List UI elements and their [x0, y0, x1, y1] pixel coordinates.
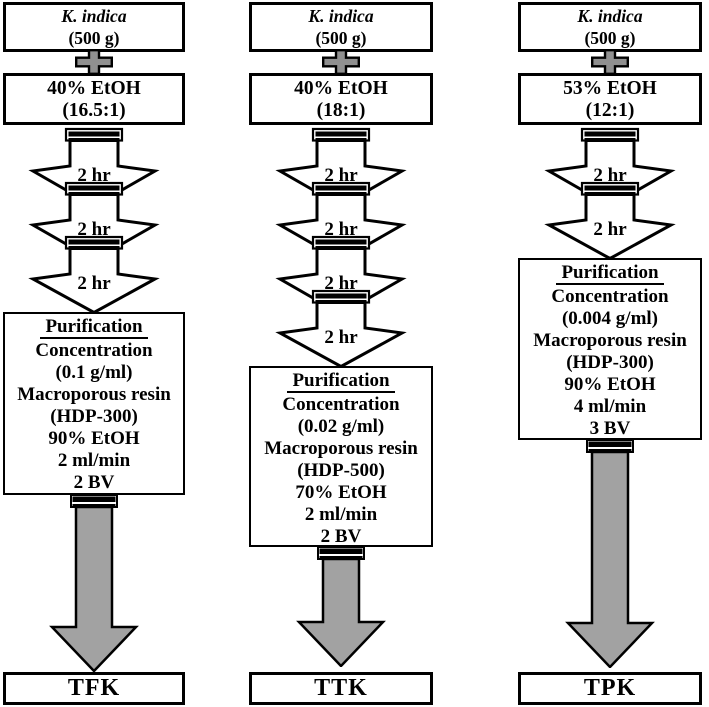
- solvent-name: 40% EtOH: [47, 78, 141, 99]
- extraction-arrow-icon: 2 hr: [275, 235, 407, 316]
- purification-line: 2 BV: [320, 526, 362, 547]
- purification-line: Macroporous resin: [533, 330, 687, 351]
- process-column-ttk: K. indica (500 g) 40% EtOH (18:1) 2 hr 2…: [249, 2, 433, 705]
- source-box: K. indica (500 g): [249, 2, 433, 52]
- extraction-time: 2 hr: [77, 273, 111, 294]
- plus-icon: [322, 48, 360, 75]
- result-label: TPK: [583, 675, 637, 701]
- purification-line: 2 ml/min: [57, 450, 131, 471]
- purification-line: Macroporous resin: [264, 438, 418, 459]
- source-amount: (500 g): [584, 27, 636, 48]
- solvent-ratio: (18:1): [316, 100, 366, 121]
- extraction-time: 2 hr: [324, 165, 358, 186]
- extraction-arrow-icon: 2 hr: [544, 181, 676, 261]
- extraction-arrows: 2 hr 2 hr 2 hr 2 hr: [261, 127, 421, 369]
- solvent-name: 40% EtOH: [294, 78, 388, 99]
- extraction-arrow-icon: 2 hr: [28, 127, 160, 208]
- purification-line: 2 BV: [73, 472, 115, 493]
- process-column-tfk: K. indica (500 g) 40% EtOH (16.5:1) 2 hr…: [3, 2, 185, 705]
- extraction-time: 2 hr: [593, 219, 627, 240]
- solvent-name: 53% EtOH: [563, 78, 657, 99]
- extraction-time: 2 hr: [593, 165, 627, 186]
- flow-arrow-icon: [565, 440, 655, 668]
- source-amount: (500 g): [68, 27, 120, 48]
- source-box: K. indica (500 g): [3, 2, 185, 52]
- solvent-ratio: (16.5:1): [62, 100, 126, 121]
- extraction-arrow-icon: 2 hr: [275, 127, 407, 208]
- purification-line: Concentration: [282, 394, 400, 415]
- source-name: K. indica: [308, 6, 374, 26]
- flow-arrow-icon: [49, 495, 139, 672]
- extraction-time: 2 hr: [324, 327, 358, 348]
- solvent-box: 40% EtOH (18:1): [249, 73, 433, 125]
- solvent-ratio: (12:1): [585, 100, 635, 121]
- extraction-arrows: 2 hr 2 hr 2 hr: [14, 127, 174, 315]
- purification-line: 90% EtOH: [564, 374, 656, 395]
- purification-line: Concentration: [551, 286, 669, 307]
- purification-box: Purification Concentration (0.004 g/ml) …: [518, 258, 702, 440]
- purification-title: Purification: [556, 262, 664, 285]
- purification-title: Purification: [40, 316, 148, 339]
- purification-line: (HDP-300): [50, 406, 138, 427]
- process-column-tpk: K. indica (500 g) 53% EtOH (12:1) 2 hr 2…: [518, 2, 702, 705]
- plus-row: [591, 48, 629, 75]
- plus-icon: [75, 48, 113, 75]
- purification-line: (0.02 g/ml): [297, 416, 385, 437]
- purification-line: 2 ml/min: [304, 504, 378, 525]
- plus-row: [322, 48, 360, 75]
- source-amount: (500 g): [315, 27, 367, 48]
- extraction-time: 2 hr: [77, 165, 111, 186]
- source-box: K. indica (500 g): [518, 2, 702, 52]
- solvent-box: 53% EtOH (12:1): [518, 73, 702, 125]
- purification-line: 4 ml/min: [573, 396, 647, 417]
- source-name: K. indica: [61, 6, 127, 26]
- purification-line: (0.004 g/ml): [561, 308, 659, 329]
- extraction-arrows: 2 hr 2 hr: [530, 127, 690, 261]
- plus-row: [75, 48, 113, 75]
- purification-line: (HDP-300): [566, 352, 654, 373]
- purification-line: (HDP-500): [297, 460, 385, 481]
- result-box: TTK: [249, 672, 433, 705]
- plus-icon: [591, 48, 629, 75]
- result-box: TPK: [518, 672, 702, 705]
- purification-line: 90% EtOH: [48, 428, 140, 449]
- purification-title: Purification: [287, 370, 395, 393]
- purification-line: 70% EtOH: [295, 482, 387, 503]
- result-box: TFK: [3, 672, 185, 705]
- purification-line: (0.1 g/ml): [55, 362, 133, 383]
- extraction-arrow-icon: 2 hr: [28, 181, 160, 262]
- extraction-arrow-icon: 2 hr: [275, 181, 407, 262]
- solvent-box: 40% EtOH (16.5:1): [3, 73, 185, 125]
- result-label: TTK: [314, 675, 368, 701]
- extraction-arrow-icon: 2 hr: [28, 235, 160, 315]
- source-name: K. indica: [577, 6, 643, 26]
- extraction-arrow-icon: 2 hr: [275, 289, 407, 369]
- purification-box: Purification Concentration (0.02 g/ml) M…: [249, 366, 433, 547]
- purification-line: Concentration: [35, 340, 153, 361]
- purification-line: 3 BV: [589, 418, 631, 439]
- extraction-time: 2 hr: [77, 219, 111, 240]
- extraction-time: 2 hr: [324, 273, 358, 294]
- purification-box: Purification Concentration (0.1 g/ml) Ma…: [3, 312, 185, 495]
- result-label: TFK: [67, 675, 121, 701]
- extraction-time: 2 hr: [324, 219, 358, 240]
- extraction-arrow-icon: 2 hr: [544, 127, 676, 208]
- purification-line: Macroporous resin: [17, 384, 171, 405]
- flow-arrow-icon: [296, 547, 386, 667]
